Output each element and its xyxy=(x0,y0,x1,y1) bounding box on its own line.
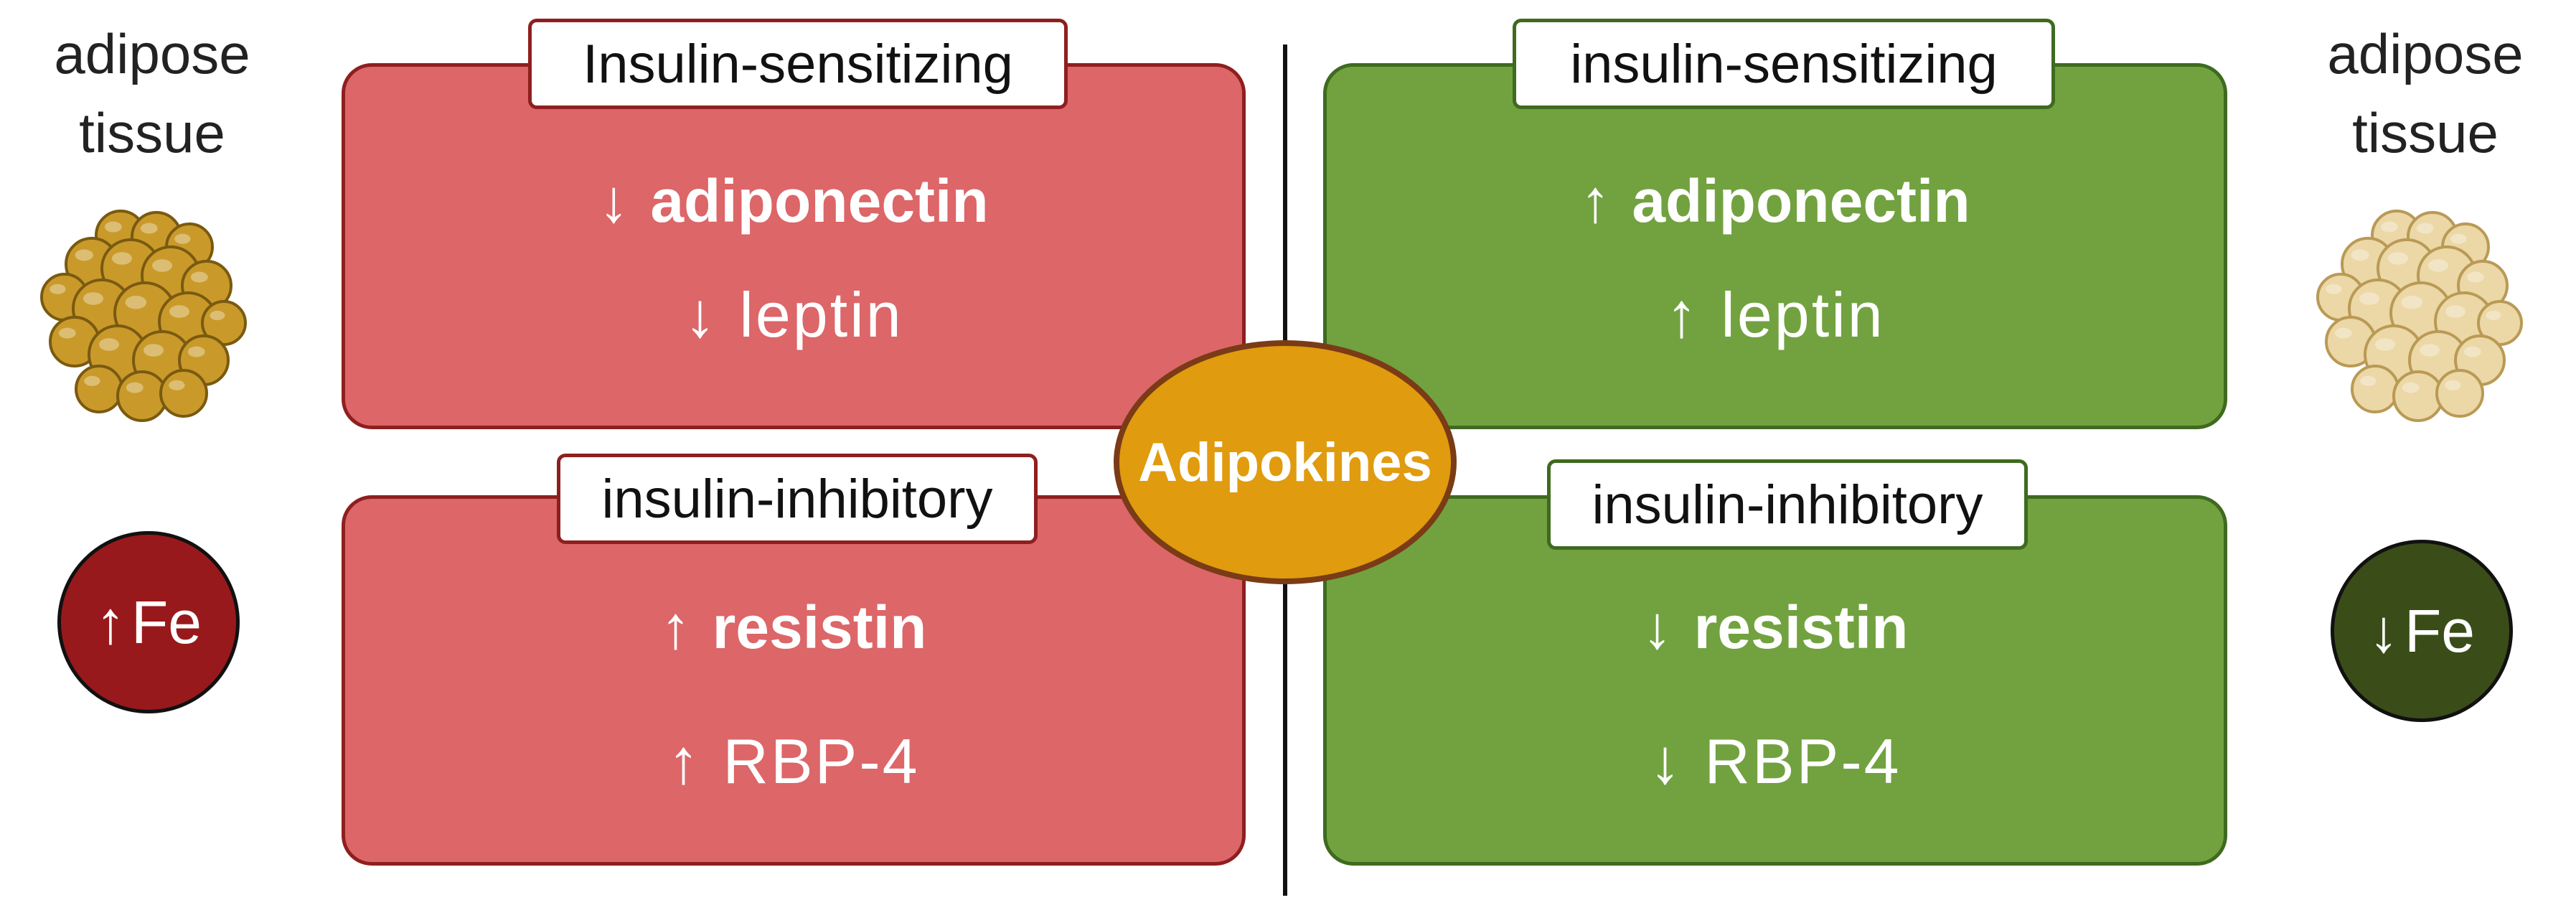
fat-cell-highlight xyxy=(2326,284,2342,294)
right-adiponectin-arrow: ↑ xyxy=(1580,167,1611,235)
right-rbp4-arrow: ↓ xyxy=(1649,726,1683,797)
left-resistin-text: resistin xyxy=(712,594,927,661)
fat-cell-highlight xyxy=(2466,271,2484,283)
fat-cell-highlight xyxy=(190,271,208,283)
right-tissue-label: adipose tissue xyxy=(2318,14,2533,172)
fat-cell-highlight xyxy=(2334,327,2352,339)
fe-low-badge: ↓ Fe xyxy=(2331,540,2513,722)
fat-cell-highlight xyxy=(83,292,103,305)
fat-cell-highlight xyxy=(2420,344,2440,357)
fat-cell-highlight xyxy=(210,310,225,321)
right-resistin-line: ↓ resistin xyxy=(1323,593,2227,662)
fat-cell-highlight xyxy=(187,346,205,357)
left-adiponectin-text: adiponectin xyxy=(650,167,989,235)
left-rbp4-arrow: ↑ xyxy=(667,726,702,797)
fe-high-label: Fe xyxy=(131,588,202,656)
left-resistin-line: ↑ resistin xyxy=(342,593,1246,662)
left-adiponectin-line: ↓ adiponectin xyxy=(342,167,1246,236)
left-resistin-arrow: ↑ xyxy=(660,594,691,661)
right-tissue-label-line-1: adipose xyxy=(2327,22,2524,85)
left-tissue-label-line-1: adipose xyxy=(54,22,250,85)
left-leptin-line: ↓ leptin xyxy=(342,278,1246,352)
adipose-cluster-light-icon xyxy=(2316,210,2523,422)
left-tissue-label: adipose tissue xyxy=(44,14,260,172)
fat-cell-highlight xyxy=(2359,292,2379,305)
fat-cell-highlight xyxy=(2428,259,2448,272)
fat-cell-highlight xyxy=(75,249,93,261)
fat-cell-highlight xyxy=(2450,233,2467,244)
fat-cell-highlight xyxy=(126,382,144,393)
fat-cell-highlight xyxy=(50,284,66,294)
right-adiponectin-line: ↑ adiponectin xyxy=(1323,167,2227,236)
fat-cell xyxy=(116,370,168,422)
right-resistin-arrow: ↓ xyxy=(1642,594,1673,661)
right-rbp4-line: ↓ RBP-4 xyxy=(1323,725,2227,798)
fat-cell-highlight xyxy=(2380,221,2398,233)
right-leptin-text: leptin xyxy=(1721,279,1885,350)
fat-cell-highlight xyxy=(2486,310,2501,321)
right-tissue-label-line-2: tissue xyxy=(2352,101,2499,164)
left-leptin-arrow: ↓ xyxy=(684,279,718,350)
right-leptin-line: ↑ leptin xyxy=(1323,278,2227,352)
fat-cell-highlight xyxy=(174,233,191,244)
fat-cell-highlight xyxy=(2351,249,2369,261)
left-leptin-text: leptin xyxy=(739,279,903,350)
left-insulin-sensitizing-tag: Insulin-sensitizing xyxy=(528,19,1068,109)
fat-cell xyxy=(75,365,123,413)
fat-cell-highlight xyxy=(99,338,119,351)
fe-high-badge: ↑ Fe xyxy=(57,531,240,713)
adipose-cluster-dark-icon xyxy=(40,210,247,422)
fat-cell-highlight xyxy=(84,375,100,386)
right-leptin-arrow: ↑ xyxy=(1665,279,1700,350)
fat-cell-highlight xyxy=(2416,222,2434,234)
fat-cell-highlight xyxy=(152,259,172,272)
left-insulin-inhibitory-tag: insulin-inhibitory xyxy=(557,454,1038,544)
fat-cell-highlight xyxy=(140,222,158,234)
left-rbp4-text: RBP-4 xyxy=(723,726,920,797)
right-insulin-sensitizing-tag: insulin-sensitizing xyxy=(1513,19,2055,109)
fat-cell-highlight xyxy=(2445,305,2465,318)
fat-cell-highlight xyxy=(169,380,185,390)
right-insulin-inhibitory-tag: insulin-inhibitory xyxy=(1547,459,2028,550)
fat-cell-highlight xyxy=(125,296,147,309)
left-insulin-sensitizing-panel xyxy=(342,63,1246,429)
left-adiponectin-arrow: ↓ xyxy=(598,167,629,235)
left-rbp4-line: ↑ RBP-4 xyxy=(342,725,1246,798)
right-insulin-sensitizing-panel xyxy=(1323,63,2227,429)
adipokines-hub: Adipokines xyxy=(1114,340,1457,584)
fat-cell xyxy=(2435,369,2484,418)
fat-cell-highlight xyxy=(169,305,189,318)
right-rbp4-text: RBP-4 xyxy=(1704,726,1902,797)
adipokines-label: Adipokines xyxy=(1138,431,1432,493)
fat-cell-highlight xyxy=(2388,252,2408,265)
fat-cell-highlight xyxy=(144,344,164,357)
fat-cell-highlight xyxy=(2375,338,2395,351)
fat-cell xyxy=(2392,370,2444,422)
right-resistin-text: resistin xyxy=(1693,594,1909,661)
fat-cell-highlight xyxy=(2402,382,2420,393)
fat-cell-highlight xyxy=(104,221,122,233)
fat-cell xyxy=(159,369,208,418)
left-insulin-inhibitory-panel xyxy=(342,495,1246,866)
fat-cell-highlight xyxy=(2360,375,2377,386)
fat-cell xyxy=(2351,365,2399,413)
fat-cell-highlight xyxy=(2445,380,2461,390)
left-tissue-label-line-2: tissue xyxy=(79,101,225,164)
fe-low-label: Fe xyxy=(2404,596,2476,665)
fe-low-arrow: ↓ xyxy=(2368,596,2399,665)
fat-cell-highlight xyxy=(58,327,76,339)
fat-cell-highlight xyxy=(2401,296,2423,309)
right-insulin-inhibitory-panel xyxy=(1323,495,2227,866)
fat-cell-highlight xyxy=(112,252,132,265)
fat-cell-highlight xyxy=(2463,346,2481,357)
fe-high-arrow: ↑ xyxy=(95,588,126,656)
right-adiponectin-text: adiponectin xyxy=(1632,167,1970,235)
